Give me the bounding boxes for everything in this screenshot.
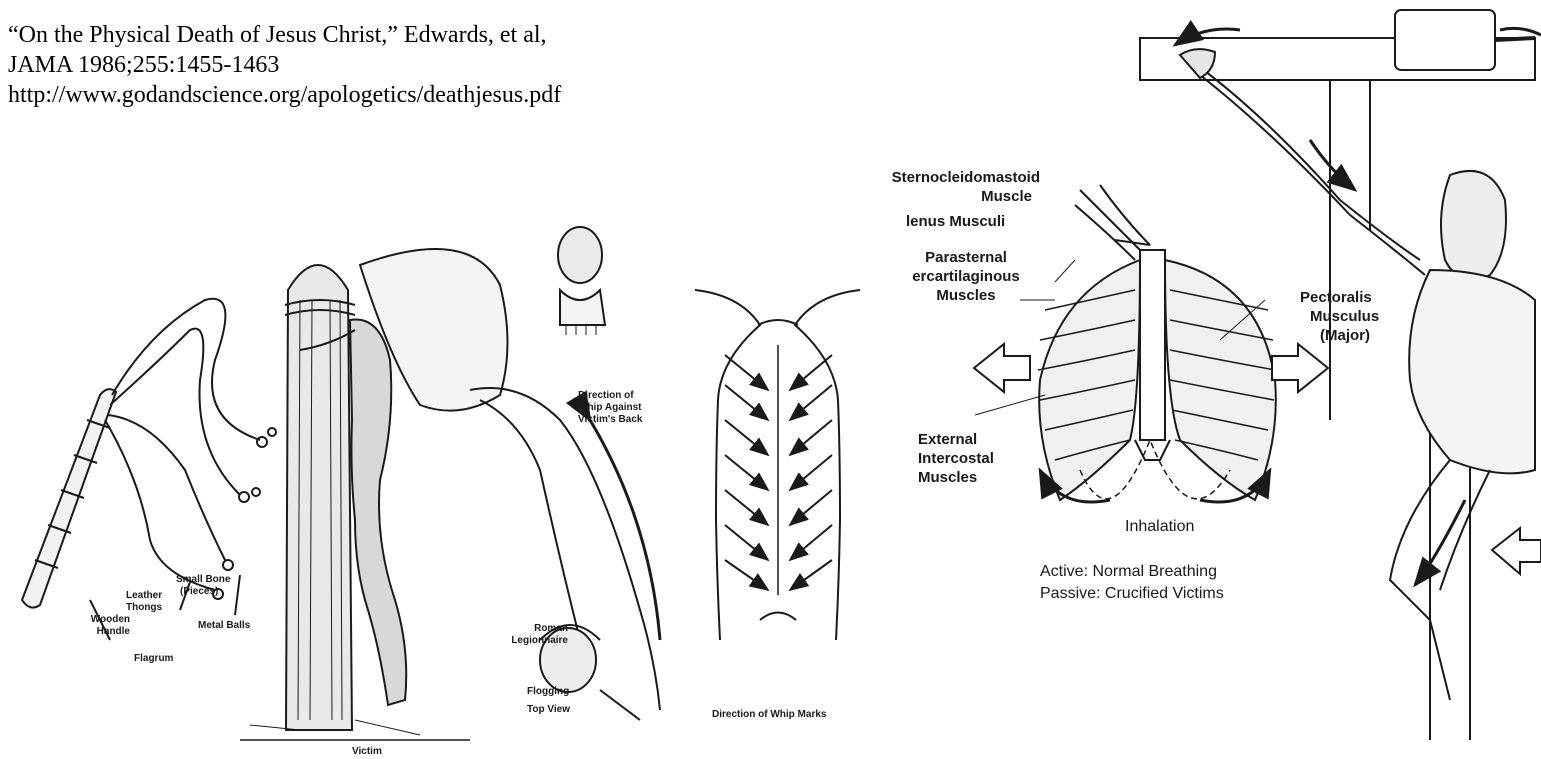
- ribcage-left: [1039, 260, 1140, 500]
- crucified-head: [1441, 171, 1506, 280]
- label-flogging-top-view: Flogging Top View: [527, 683, 570, 719]
- neck-muscles: [1075, 185, 1150, 260]
- whip-direction-arc: [590, 420, 660, 640]
- back-outline-left: [695, 290, 760, 640]
- whip-mark-arrow: [725, 420, 768, 455]
- label-wooden-handle: Wooden Handle: [50, 614, 130, 638]
- whip-mark-arrow: [790, 385, 832, 420]
- flagrum-handle: [22, 389, 116, 607]
- label-active-breathing: Active: Normal Breathing: [1040, 561, 1224, 583]
- whip-mark-arrow: [790, 355, 832, 390]
- label-flagrum: Flagrum: [134, 653, 173, 665]
- arrow-top-right: [1500, 28, 1541, 35]
- whip-mark-arrow: [725, 355, 768, 390]
- label-leather-thongs: Leather Thongs: [126, 590, 162, 614]
- whip-mark-arrow: [725, 385, 768, 420]
- label-breathing-modes: Active: Normal Breathing Passive: Crucif…: [1040, 561, 1224, 605]
- label-small-bone: Small Bone (Pieces): [176, 574, 230, 598]
- label-inhalation: Inhalation: [1125, 517, 1194, 536]
- crucified-legs: [1390, 460, 1490, 700]
- hollow-arrow-right: [1272, 344, 1328, 392]
- crucified-torso: [1409, 270, 1535, 473]
- label-sternocleidomastoid: Sternocleidomastoid Muscle: [840, 168, 1040, 206]
- metal-ball-4: [252, 488, 260, 496]
- sternum: [1140, 250, 1165, 440]
- flagrum-drawing: [22, 299, 276, 640]
- label-pectoralis: Pectoralis Musculus (Major): [1300, 288, 1379, 345]
- leather-thong-1: [112, 299, 260, 440]
- whip-mark-arrow: [725, 525, 768, 560]
- whip-mark-arrow: [725, 560, 768, 590]
- whip-mark-arrow: [790, 490, 832, 525]
- leather-thong-3: [108, 415, 225, 560]
- hollow-arrow-bottom-right: [1492, 528, 1541, 574]
- thorax-drawing: [975, 185, 1276, 502]
- whip-mark-arrow: [790, 455, 832, 490]
- whip-mark-arrow: [790, 525, 832, 560]
- titulus-sign: [1395, 10, 1495, 70]
- victim-figure: [350, 320, 406, 706]
- ribcage-right: [1165, 260, 1276, 500]
- arm-motion-arrow-mid: [1310, 140, 1355, 190]
- whip-mark-arrow: [790, 560, 832, 590]
- whip-mark-arrow: [790, 420, 832, 455]
- metal-ball-5: [223, 560, 233, 570]
- crucified-arm: [1190, 60, 1425, 275]
- label-scalenus-musculi: lenus Musculi: [906, 212, 1005, 231]
- label-passive-breathing: Passive: Crucified Victims: [1040, 583, 1224, 605]
- label-direction-of-whip-marks: Direction of Whip Marks: [712, 709, 826, 721]
- label-metal-balls: Metal Balls: [198, 620, 250, 632]
- back-outline-right: [795, 290, 860, 640]
- metal-ball-2: [268, 428, 276, 436]
- metal-ball-1: [257, 437, 267, 447]
- metal-ball-3: [239, 492, 249, 502]
- whip-mark-arrow: [725, 455, 768, 490]
- label-roman-legionnaire: Roman Legionnaire: [490, 623, 568, 647]
- whip-mark-arrow: [725, 490, 768, 525]
- label-direction-of-whip: Direction of Whip Against Victim's Back: [578, 390, 642, 426]
- back-whip-marks-drawing: [695, 290, 860, 640]
- label-external-intercostal: External Intercostal Muscles: [918, 430, 994, 487]
- label-parasternal: Parasternal ercartilaginous Muscles: [906, 248, 1026, 305]
- flogging-top-view-drawing: [558, 227, 605, 335]
- label-victim: Victim: [352, 746, 382, 758]
- hollow-arrow-left: [974, 344, 1030, 392]
